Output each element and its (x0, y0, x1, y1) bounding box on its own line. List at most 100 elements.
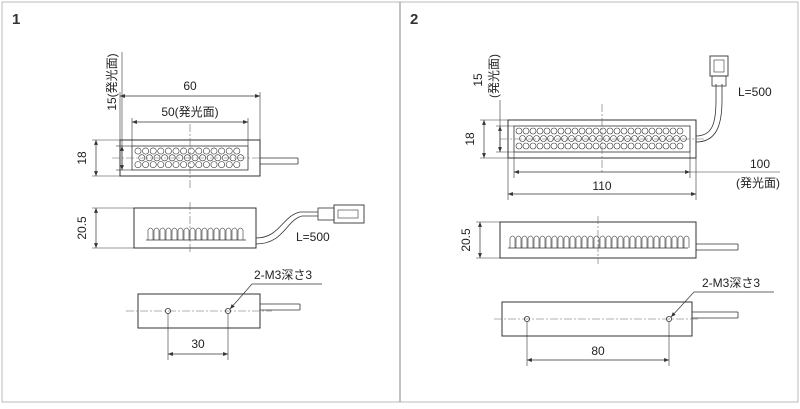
led-icon (582, 135, 589, 142)
panel-1-label-cable-length: L=500 (296, 230, 330, 244)
led-icon (536, 142, 544, 150)
led-lens-icon (509, 235, 516, 248)
led-icon (149, 161, 157, 168)
led-icon (641, 127, 649, 135)
led-lens-icon (551, 235, 558, 248)
panel-2-label-hole-pitch: 80 (591, 344, 605, 358)
led-lens-icon (539, 235, 546, 248)
led-icon (202, 161, 210, 168)
panel-1-tap-hole-left (164, 307, 171, 314)
led-lens-icon (617, 235, 624, 248)
led-icon (662, 127, 670, 135)
led-lens-icon (611, 235, 618, 248)
led-icon (603, 135, 610, 142)
panel-1-cable (255, 211, 318, 239)
panel-1-connector-b (333, 204, 365, 224)
led-icon (589, 135, 596, 142)
led-lens-icon (189, 227, 196, 240)
led-icon (164, 161, 172, 168)
led-lens-icon (629, 235, 636, 248)
led-icon (515, 127, 523, 135)
panel-1-front-view (92, 202, 365, 254)
led-lens-icon (521, 235, 528, 248)
led-lens-icon (183, 227, 190, 240)
led-icon (620, 142, 628, 150)
panel-2-label-body-height: 18 (463, 132, 477, 146)
panel-1-label-tap: 2-M3深さ3 (254, 268, 312, 282)
led-icon (543, 142, 551, 150)
led-icon (157, 147, 165, 155)
led-icon (557, 142, 565, 150)
led-lens-icon (671, 235, 678, 248)
led-lens-icon (219, 227, 226, 240)
led-icon (225, 147, 233, 155)
panel-2-label-emitting-width: 100 (750, 157, 770, 171)
led-icon (180, 161, 187, 168)
led-icon (659, 135, 666, 142)
led-icon (164, 147, 172, 155)
led-lens-icon (599, 235, 606, 248)
led-lens-icon (635, 235, 642, 248)
led-icon (233, 161, 241, 168)
led-icon (571, 127, 579, 135)
led-icon (634, 127, 642, 135)
led-icon (655, 127, 663, 135)
led-icon (652, 135, 659, 142)
led-icon (533, 135, 540, 142)
panel-1-label-emitting-height: 15(発光面) (105, 53, 119, 110)
led-icon (529, 142, 537, 150)
led-lens-icon (647, 235, 654, 248)
led-icon (676, 127, 684, 135)
led-lens-icon (177, 227, 184, 240)
led-lens-icon (527, 235, 534, 248)
led-icon (634, 142, 642, 150)
panel-2-tap-hole-left (524, 315, 531, 322)
led-icon (641, 142, 649, 150)
panel-2-top-view (480, 55, 780, 200)
led-icon (529, 127, 537, 135)
led-lens-icon (563, 235, 570, 248)
led-lens-icon (545, 235, 552, 248)
led-icon (578, 142, 586, 150)
led-icon (592, 127, 600, 135)
led-lens-icon (201, 227, 208, 240)
led-icon (585, 142, 593, 150)
led-lens-icon (593, 235, 600, 248)
led-icon (627, 127, 635, 135)
led-icon (638, 135, 645, 142)
panel-2-label-emitting-height-note: (発光面) (487, 54, 501, 98)
panel-1-top-view (92, 52, 299, 190)
led-lens-icon (153, 227, 160, 240)
led-icon (592, 142, 600, 150)
led-lens-icon (623, 235, 630, 248)
led-icon (172, 147, 180, 155)
panel-2-label-tap: 2-M3深さ3 (702, 276, 760, 290)
led-icon (564, 127, 572, 135)
led-icon (142, 161, 149, 168)
led-icon (218, 147, 225, 155)
panel-2-cable (695, 84, 717, 137)
led-lens-icon (575, 235, 582, 248)
led-lens-icon (641, 235, 648, 248)
led-icon (195, 161, 203, 168)
led-icon (522, 127, 530, 135)
led-lens-icon (665, 235, 672, 248)
led-icon (627, 142, 635, 150)
panel-2-bottom-view (494, 291, 774, 366)
led-icon (561, 135, 568, 142)
led-icon (648, 127, 656, 135)
led-icon (195, 147, 203, 155)
panel-1-tap-hole-right (224, 307, 231, 314)
panel-1-label-overall-width: 60 (183, 79, 197, 93)
led-lens-icon (587, 235, 594, 248)
panel-2-led-grid (515, 127, 687, 150)
led-icon (610, 135, 617, 142)
led-lens-icon (213, 227, 220, 240)
panel-1-connector-a (317, 207, 335, 221)
led-icon (620, 127, 628, 135)
led-icon (669, 142, 677, 150)
led-lens-icon (557, 235, 564, 248)
led-icon (554, 135, 561, 142)
led-icon (233, 147, 241, 155)
